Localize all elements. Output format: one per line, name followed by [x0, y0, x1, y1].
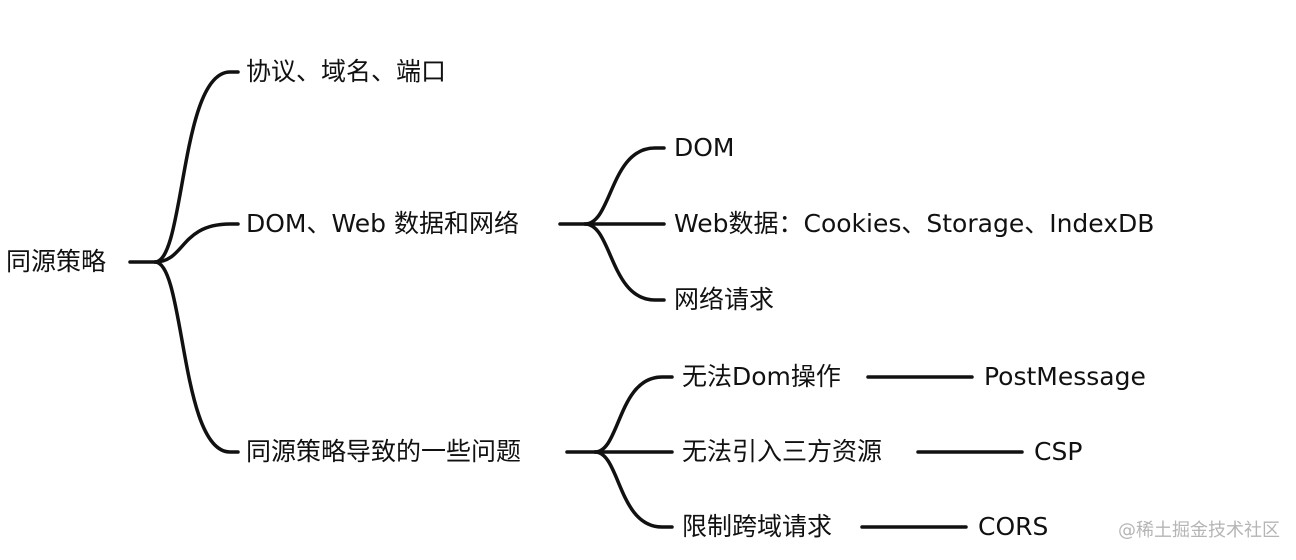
- leaf-node-no-third-party-resources: 无法引入三方资源: [682, 437, 883, 466]
- leaf-node-web-data: Web数据：Cookies、Storage、IndexDB: [674, 209, 1155, 238]
- branch-node-problems: 同源策略导致的一些问题: [246, 437, 522, 466]
- branch-node-dom-web-data-network: DOM、Web 数据和网络: [246, 209, 519, 238]
- link-branch-2-child-2: [593, 450, 674, 529]
- link-branch-1-child-2: [583, 222, 666, 302]
- link-branch-1-child-0: [558, 146, 666, 226]
- leaf-node-cross-origin-request-limit: 限制跨域请求: [682, 512, 833, 541]
- watermark: @稀土掘金技术社区: [1118, 520, 1280, 541]
- link-root-branch-0: [128, 70, 240, 264]
- solution-node-cors: CORS: [978, 512, 1049, 541]
- branch-node-protocol-domain-port: 协议、域名、端口: [246, 57, 447, 86]
- link-root-branch-2: [153, 260, 240, 454]
- solution-node-postmessage: PostMessage: [984, 362, 1146, 391]
- link-branch-2-child-0: [565, 375, 674, 454]
- leaf-node-dom: DOM: [674, 133, 735, 162]
- leaf-node-no-dom-operation: 无法Dom操作: [682, 362, 841, 391]
- link-root-branch-1: [153, 222, 240, 264]
- leaf-node-network-request: 网络请求: [674, 285, 775, 314]
- root-node: 同源策略: [6, 247, 107, 276]
- solution-node-csp: CSP: [1034, 437, 1083, 466]
